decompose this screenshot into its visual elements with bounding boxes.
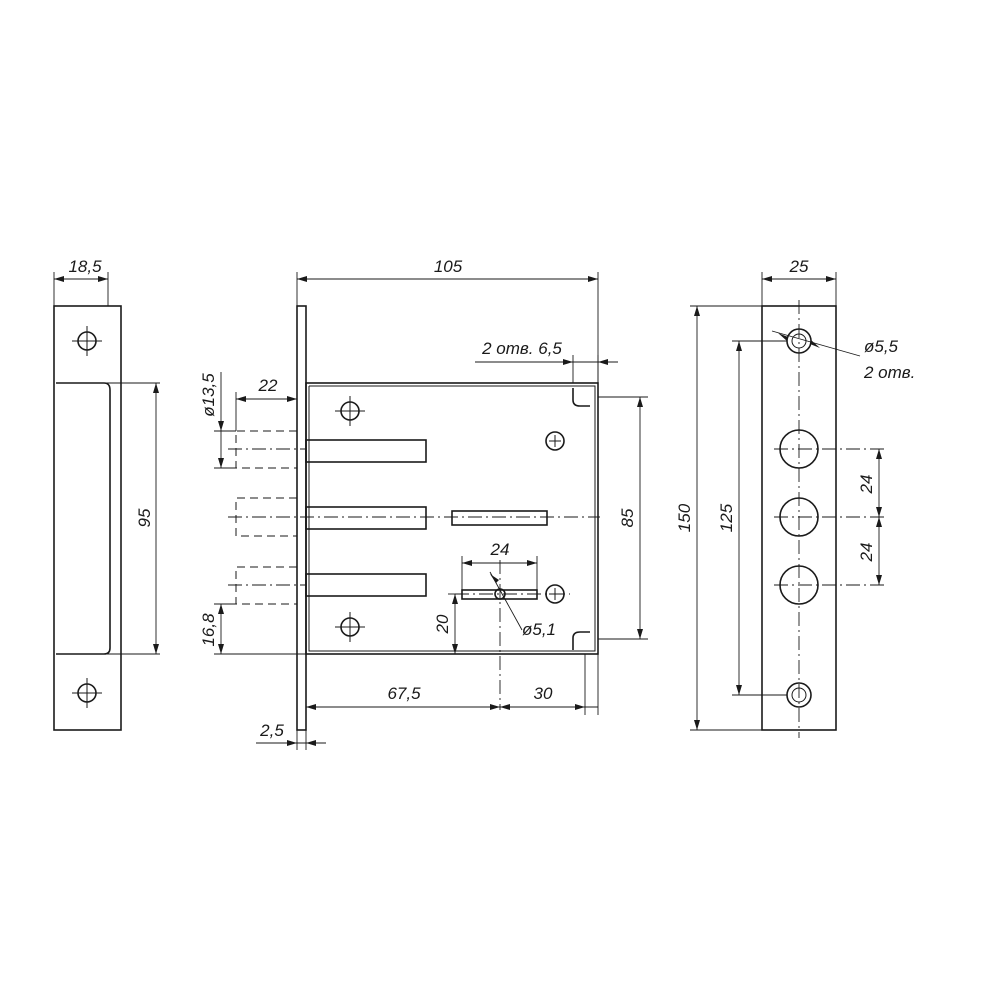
faceplate-view: 25 ø5,5 2 отв. 150 125 24 24 <box>675 257 915 738</box>
bolt-offset-label: 16,8 <box>199 613 218 647</box>
corner-hole-bottom <box>572 631 590 650</box>
strike-height-label: 95 <box>135 508 154 527</box>
lock-faceplate-edge <box>296 305 307 731</box>
holes-note-label: 2 отв. 6,5 <box>481 339 562 358</box>
bolt-diameter-label: ø13,5 <box>199 373 218 417</box>
latch-bar <box>451 510 548 526</box>
body-height-label: 85 <box>618 508 637 527</box>
bolt-spacing-lower-label: 24 <box>857 543 876 563</box>
strike-hole-top <box>72 326 102 356</box>
screw-upper <box>545 431 565 451</box>
strike-plate-outline <box>53 305 122 731</box>
keyhole-height-label: 20 <box>433 614 452 634</box>
body-hole-top-left <box>335 396 365 426</box>
faceplate-length-label: 150 <box>675 503 694 532</box>
faceplate-hole-diameter-label: ø5,5 <box>864 337 899 356</box>
body-hole-bottom-left <box>335 612 365 642</box>
bolt-spacing-upper-label: 24 <box>857 475 876 495</box>
keyhole-to-edge-label: 30 <box>534 684 553 703</box>
corner-hole-top <box>572 388 590 407</box>
faceplate-width-label: 25 <box>789 257 809 276</box>
bolt-extended-outlines <box>228 430 600 605</box>
bolt-top <box>305 439 427 463</box>
backset-label: 67,5 <box>387 684 421 703</box>
keyhole-width-label: 24 <box>490 540 510 559</box>
strike-plate-view: 18,5 95 <box>53 257 160 731</box>
strike-recess <box>56 382 111 655</box>
strike-width-label: 18,5 <box>68 257 102 276</box>
keyhole-diameter-label: ø5,1 <box>522 620 556 639</box>
lock-body-view: 105 2 отв. 6,5 ø13,5 22 85 16, <box>199 257 648 750</box>
bolt-bottom <box>305 573 427 597</box>
bolt-middle <box>305 506 427 530</box>
faceplate-thickness-label: 2,5 <box>259 721 284 740</box>
faceplate-hole-spacing-label: 125 <box>717 503 736 532</box>
bolt-throw-label: 22 <box>258 376 278 395</box>
strike-hole-bottom <box>72 678 102 708</box>
body-width-label: 105 <box>434 257 463 276</box>
faceplate-hole-count-label: 2 отв. <box>863 363 915 382</box>
